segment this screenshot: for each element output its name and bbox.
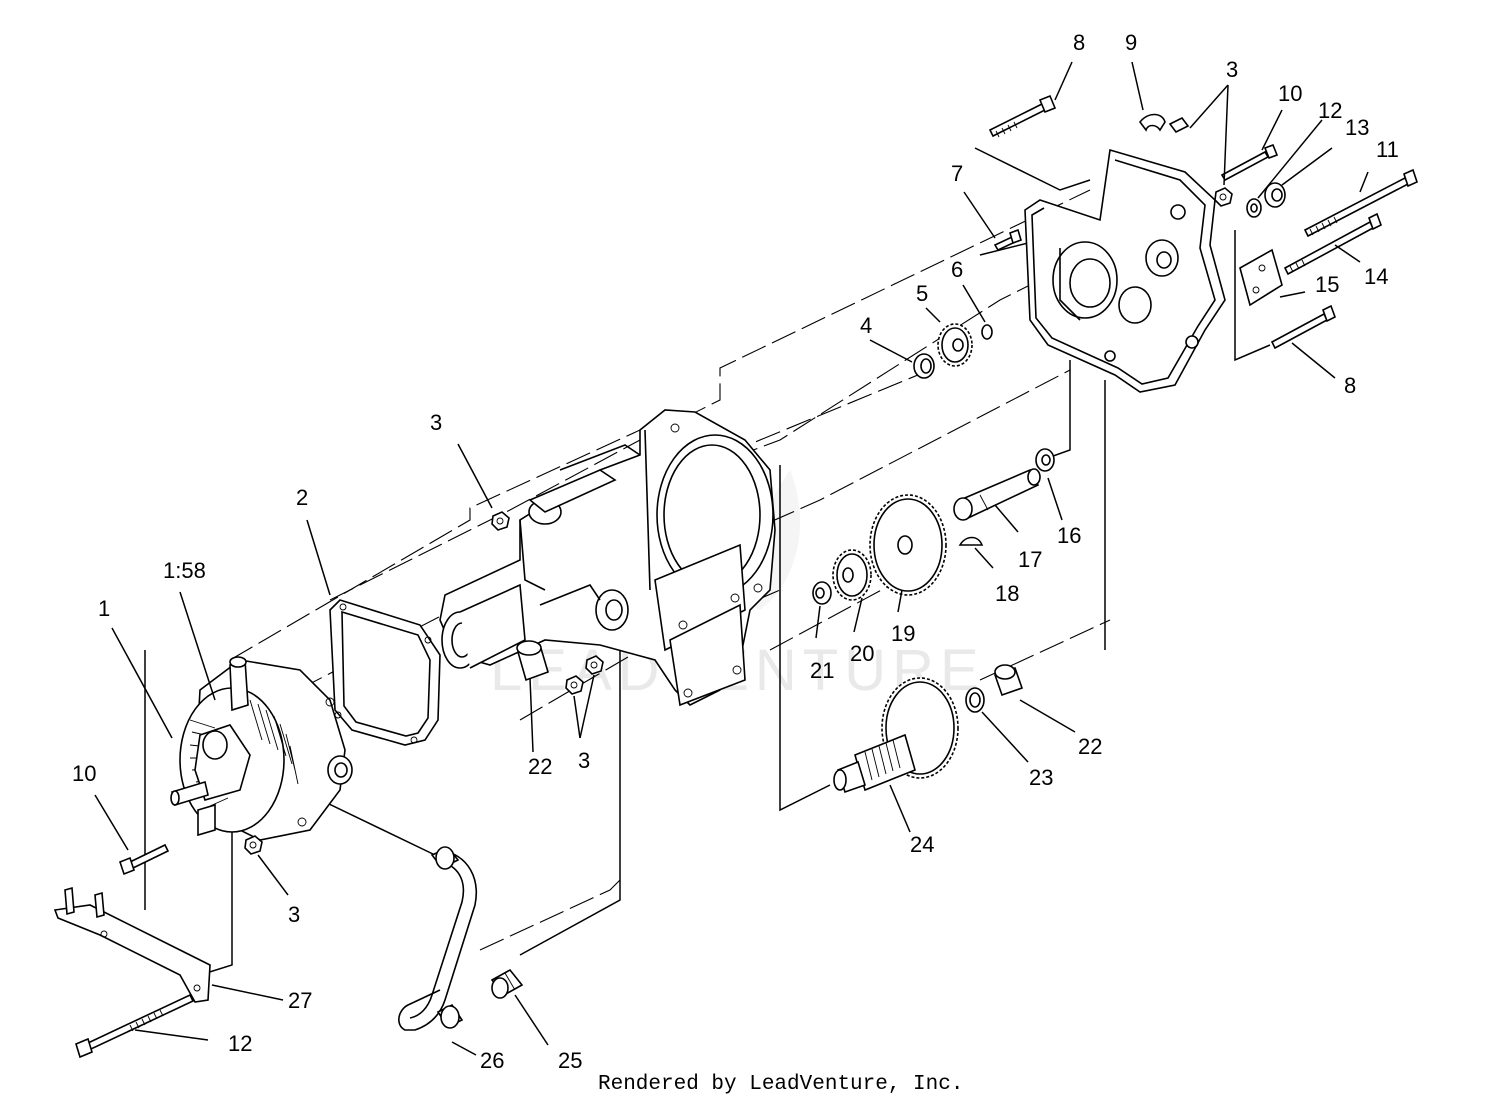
callout-13: 13 [1345, 115, 1369, 140]
callout-18: 18 [995, 581, 1019, 606]
callout-6: 6 [951, 257, 963, 282]
shaft-17 [953, 468, 1041, 521]
ring-6 [981, 324, 993, 340]
bracket-27 [53, 886, 211, 1003]
callout-12-top: 12 [1318, 98, 1342, 123]
clip-9 [1138, 113, 1190, 134]
bolt-11 [1303, 168, 1418, 238]
callout-21: 21 [810, 658, 834, 683]
nut-3-left [244, 835, 263, 855]
credit-text: Rendered by LeadVenture, Inc. [598, 1073, 963, 1096]
gear-20 [832, 549, 872, 601]
nut-3-lower-a [565, 675, 584, 695]
spacer-4 [913, 353, 935, 379]
main-housing [439, 409, 776, 707]
gasket-2 [329, 599, 441, 746]
callout-2: 2 [296, 485, 308, 510]
pump-1 [170, 656, 353, 841]
callout-19: 19 [891, 621, 915, 646]
bolt-7 [993, 228, 1022, 252]
tube-26 [398, 846, 477, 1031]
nut-3-lower-b [585, 655, 604, 675]
callout-26: 26 [480, 1048, 504, 1073]
washer-12 [1246, 198, 1262, 218]
callout-22-right: 22 [1078, 734, 1102, 759]
callout-1: 1 [98, 596, 110, 621]
callout-10-top: 10 [1278, 81, 1302, 106]
seal-13 [1264, 182, 1286, 208]
callout-15: 15 [1315, 272, 1339, 297]
washer-16 [1035, 448, 1055, 472]
bushing-21 [812, 581, 832, 605]
callout-7: 7 [951, 161, 963, 186]
callout-20: 20 [850, 641, 874, 666]
gear-shaft-24 [833, 677, 959, 794]
bolt-10-top [1220, 143, 1279, 182]
callout-leaders [94, 61, 1369, 1056]
callout-11: 11 [1376, 137, 1399, 162]
bolt-8-right [1270, 304, 1336, 350]
callout-3-left: 3 [288, 902, 300, 927]
gear-5 [937, 323, 973, 367]
fitting-25 [490, 968, 524, 999]
bolt-10-left [119, 843, 170, 876]
washer-23 [965, 687, 985, 713]
callout-10-left: 10 [72, 761, 96, 786]
bolt-8-top [988, 94, 1057, 138]
bushing-22-right [993, 664, 1024, 697]
callout-3-mid: 3 [430, 410, 442, 435]
bolt-14 [1283, 212, 1382, 276]
side-cover [1024, 148, 1226, 393]
callout-17: 17 [1018, 547, 1042, 572]
callout-4: 4 [860, 313, 872, 338]
callout-22-left: 22 [528, 754, 552, 779]
callout-3-top: 3 [1226, 57, 1238, 82]
callout-8-right: 8 [1344, 373, 1356, 398]
callout-25: 25 [558, 1048, 582, 1073]
gear-19 [869, 494, 947, 596]
callout-3-lower: 3 [578, 748, 590, 773]
bolt-12-bottom [75, 993, 195, 1059]
callout-8-top: 8 [1073, 30, 1085, 55]
callout-5: 5 [916, 281, 928, 306]
nut-3-mid [491, 511, 510, 531]
callout-1-58: 1:58 [163, 558, 206, 583]
callout-9: 9 [1125, 30, 1137, 55]
callout-23: 23 [1029, 765, 1053, 790]
plate-15 [1239, 248, 1283, 307]
callout-12-bottom: 12 [228, 1031, 252, 1056]
key-18 [958, 536, 984, 546]
nut-3-top [1214, 187, 1233, 207]
bushing-22-left [516, 640, 549, 682]
callout-16: 16 [1057, 523, 1081, 548]
callout-27: 27 [288, 988, 312, 1013]
callout-14: 14 [1364, 264, 1388, 289]
callout-24: 24 [910, 832, 934, 857]
callout-labels: 8 9 3 10 12 13 11 7 6 5 4 14 15 8 3 2 1:… [72, 30, 1399, 1073]
